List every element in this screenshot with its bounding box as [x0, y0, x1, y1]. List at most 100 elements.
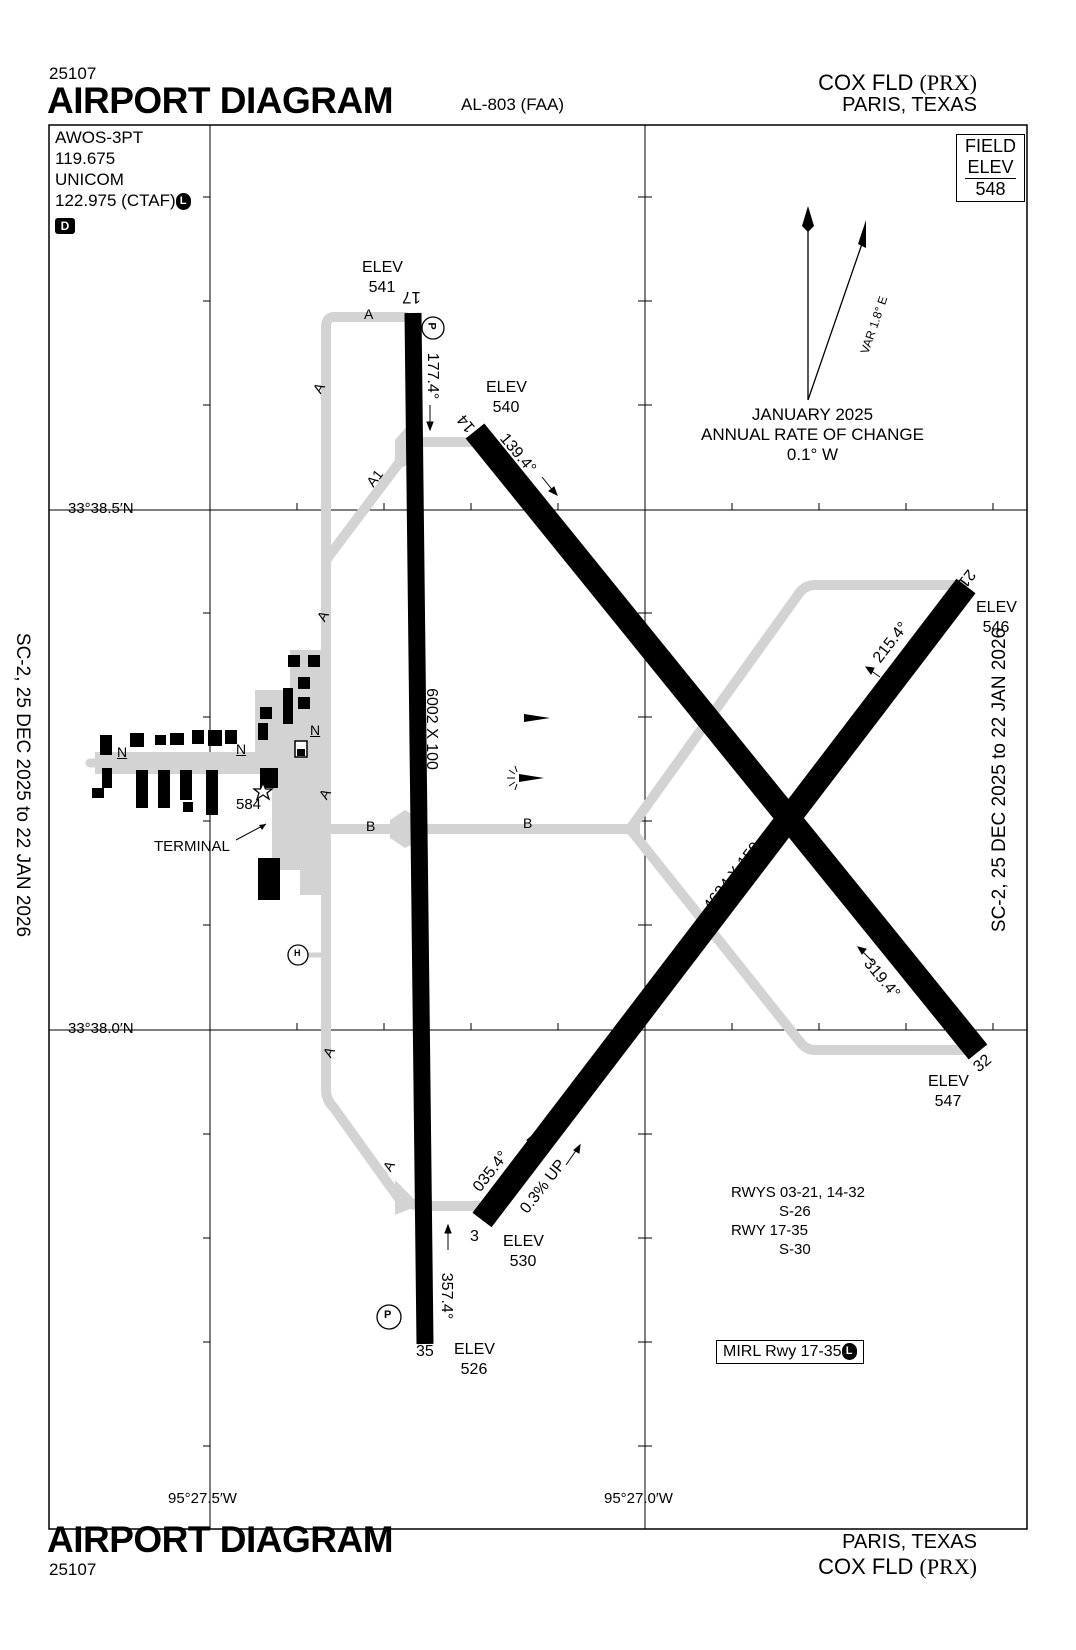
building	[225, 730, 237, 744]
building	[260, 768, 278, 788]
parking-south-icon	[376, 1304, 402, 1330]
rwy35-number: 35	[416, 1343, 434, 1360]
parking-north-icon	[421, 316, 445, 340]
strength-line2: S-26	[779, 1203, 811, 1220]
building	[192, 730, 204, 744]
rwy17-elev-value: 541	[368, 279, 396, 296]
mirl-label: MIRL Rwy 17-35	[723, 1343, 842, 1360]
rwy14-elevation: ELEV 540	[486, 378, 527, 418]
rwy17-heading: 177.4°	[424, 352, 442, 400]
footer-city: PARIS, TEXAS	[842, 1531, 977, 1553]
awos-frequency: 119.675	[55, 149, 116, 168]
building	[258, 723, 268, 740]
building	[170, 733, 184, 745]
taxiway-b-label-west: B	[366, 818, 376, 834]
ctaf-row: 122.975 (CTAF)L	[55, 190, 191, 211]
longitude-east-label: 95°27.0′W	[604, 1490, 673, 1507]
building	[102, 768, 112, 788]
building	[180, 770, 192, 800]
north-arrow	[802, 206, 866, 401]
grid-ticks	[203, 196, 994, 1447]
parking-south-label: P	[384, 1309, 392, 1321]
mirl-lighting-icon: L	[841, 1343, 857, 1361]
rwy35-elevation: ELEV 526	[454, 1340, 495, 1380]
beacon-elevation: 584	[236, 796, 262, 813]
true-north-arrowhead	[802, 206, 814, 232]
wind-cone-light-rays	[507, 765, 518, 791]
rwy17-35-dimensions: 6002 X 100	[422, 688, 440, 770]
footer-airport-name: COX FLD	[818, 1554, 914, 1579]
rwy3-elevation: ELEV 530	[503, 1232, 544, 1272]
field-elev-value: 548	[965, 178, 1017, 200]
pilot-controlled-lighting-icon: L	[175, 193, 191, 211]
diagram-frame	[48, 124, 1028, 1530]
building	[208, 730, 222, 746]
longitude-west-label: 95°27.5′W	[168, 1490, 237, 1507]
runway-14-32	[465, 423, 988, 1060]
taxiway-a	[321, 312, 483, 1211]
magnetic-north-arrowhead	[858, 220, 866, 248]
fuel-icon	[294, 740, 308, 758]
building	[136, 770, 148, 808]
taxiway-a1	[321, 450, 410, 565]
field-elev-label1: FIELD	[965, 136, 1017, 156]
rwy35-elev-label: ELEV	[454, 1341, 495, 1358]
parking-north-label: P	[425, 322, 438, 330]
header-title: AIRPORT DIAGRAM	[47, 80, 394, 121]
wind-cone-icon	[524, 714, 550, 722]
building	[298, 677, 310, 689]
runway-3-21	[472, 578, 976, 1228]
field-elev-label2: ELEV	[967, 157, 1014, 177]
header-airport-id: (PRX)	[919, 70, 977, 95]
procedure-id: AL-803 (FAA)	[461, 95, 564, 114]
header-city: PARIS, TEXAS	[842, 94, 977, 116]
footer-doc-number: 25107	[49, 1560, 97, 1579]
latitude-south-label: 33°38.0′N	[68, 1020, 134, 1037]
building	[130, 733, 144, 747]
building	[288, 655, 300, 667]
rwy3-elev-label: ELEV	[503, 1233, 544, 1250]
taxiway-b-southeast	[625, 824, 977, 1055]
taxiway-a-label-north: A	[364, 306, 374, 322]
strength-line4: S-30	[779, 1241, 811, 1258]
runway-17-35	[404, 312, 434, 1345]
rwy21-elevation: ELEV 546	[976, 598, 1017, 638]
magnetic-north-line	[807, 237, 865, 401]
rwy32-elevation: ELEV 547	[928, 1072, 969, 1112]
runways	[404, 312, 988, 1345]
heading-arrows	[426, 405, 881, 1250]
mag-var-rate-label: ANNUAL RATE OF CHANGE	[701, 425, 924, 444]
footer-title: AIRPORT DIAGRAM	[47, 1519, 394, 1560]
strength-line1: RWYS 03-21, 14-32	[731, 1184, 865, 1201]
rwy3-number: 3	[470, 1228, 479, 1245]
rwy32-elev-label: ELEV	[928, 1073, 969, 1090]
building	[206, 770, 218, 815]
awos-label: AWOS-3PT	[55, 128, 144, 147]
rwy14-elev-label: ELEV	[486, 379, 527, 396]
magnetic-variation-block: JANUARY 2025 ANNUAL RATE OF CHANGE 0.1° …	[690, 405, 935, 465]
helipad-icon	[287, 944, 309, 966]
header-doc-number: 25107	[49, 64, 97, 83]
ctaf-frequency: 122.975 (CTAF)	[55, 191, 176, 210]
building	[183, 802, 193, 812]
building	[158, 770, 170, 808]
header-airport: COX FLD (PRX)	[818, 70, 977, 96]
mag-var-rate-value: 0.1° W	[786, 445, 839, 464]
rwy32-elev-value: 547	[934, 1093, 962, 1110]
runway-strength-block: RWYS 03-21, 14-32 S-26 RWY 17-35 S-30	[731, 1183, 865, 1259]
rwy35-heading: 357.4°	[438, 1272, 456, 1320]
building	[155, 735, 166, 745]
latitude-north-label: 33°38.5′N	[68, 500, 134, 517]
mag-var-date: JANUARY 2025	[751, 405, 874, 424]
unicom-label: UNICOM	[55, 170, 124, 189]
terminal-leader-arrow	[259, 824, 266, 830]
building	[92, 788, 104, 798]
buildings	[92, 655, 320, 900]
terminal-label: TERMINAL	[154, 838, 230, 855]
main-apron	[272, 700, 330, 895]
building	[258, 858, 280, 900]
helipad-label: H	[294, 948, 301, 958]
north-indicator-label: N	[236, 741, 247, 757]
comms-block: AWOS-3PT 119.675 UNICOM 122.975 (CTAF)L …	[55, 127, 191, 235]
strength-line3: RWY 17-35	[731, 1222, 808, 1239]
